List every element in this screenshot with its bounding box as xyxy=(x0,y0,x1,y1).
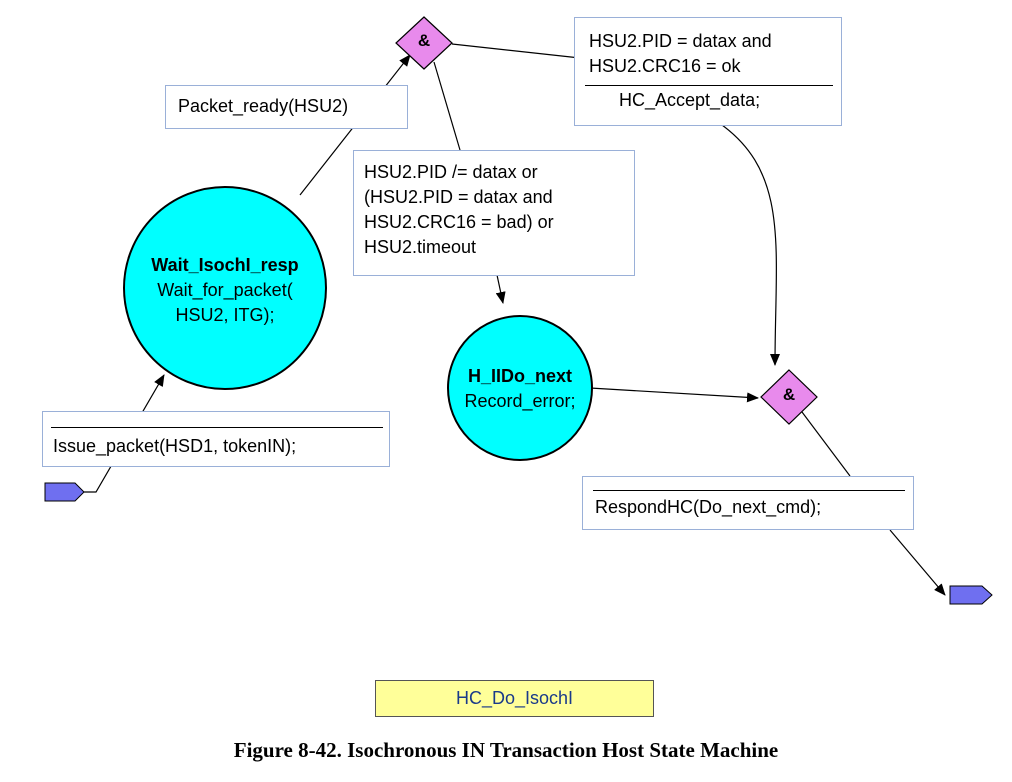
issue-packet-box: Issue_packet(HSD1, tokenIN); xyxy=(42,411,390,467)
edge-join-top-to-error xyxy=(433,61,461,151)
accept-divider xyxy=(585,85,833,86)
error-condition-line1: HSU2.PID /= datax or xyxy=(364,162,538,182)
state-wait-isochi-resp xyxy=(123,186,327,390)
join-diamond-top xyxy=(395,16,453,70)
accept-action-text: HC_Accept_data; xyxy=(619,90,761,110)
edge-error-to-donext xyxy=(495,274,506,304)
packet-ready-text: Packet_ready(HSU2) xyxy=(178,96,349,116)
error-condition-line4: HSU2.timeout xyxy=(364,237,477,257)
state-h-iido-next xyxy=(447,315,593,461)
state-machine-name-label: HC_Do_IsochI xyxy=(375,680,654,717)
accept-box: HSU2.PID = datax and HSU2.CRC16 = ok HC_… xyxy=(574,17,842,126)
accept-condition-line2: HSU2.CRC16 = ok xyxy=(589,56,741,76)
state-wait-label: Wait_IsochI_resp Wait_for_packet( HSU2, … xyxy=(124,230,326,350)
accept-condition-line1: HSU2.PID = datax and xyxy=(589,31,772,51)
respond-text: RespondHC(Do_next_cmd); xyxy=(595,497,822,517)
error-condition-line2: (HSU2.PID = datax and xyxy=(364,187,553,207)
state-donext-name: H_IIDo_next xyxy=(467,366,573,386)
edge-donext-to-join-right xyxy=(589,387,759,403)
respond-divider xyxy=(593,490,905,491)
edge-join-right-to-respond xyxy=(801,411,851,477)
join-diamond-right xyxy=(760,369,818,425)
error-condition-line3: HSU2.CRC16 = bad) or xyxy=(364,212,554,232)
state-donext-label: H_IIDo_next Record_error; xyxy=(448,360,592,418)
entry-connector xyxy=(44,482,85,502)
state-wait-name: Wait_IsochI_resp xyxy=(151,254,299,275)
edge-accept-to-join-right xyxy=(721,124,781,366)
state-wait-action-line1: Wait_for_packet( xyxy=(157,279,293,300)
join-top-label: & xyxy=(417,31,431,50)
issue-packet-text: Issue_packet(HSD1, tokenIN); xyxy=(53,436,297,456)
error-condition-box: HSU2.PID /= datax or (HSU2.PID = datax a… xyxy=(353,150,635,276)
join-right-label: & xyxy=(782,385,796,404)
edge-respond-to-exit xyxy=(889,529,946,596)
issue-divider xyxy=(51,427,383,428)
figure-caption: Figure 8-42. Isochronous IN Transaction … xyxy=(233,738,779,762)
packet-ready-box: Packet_ready(HSU2) xyxy=(165,85,408,129)
legend-text: HC_Do_IsochI xyxy=(455,688,574,708)
edge-join-top-to-accept xyxy=(451,43,581,59)
respond-box: RespondHC(Do_next_cmd); xyxy=(582,476,914,530)
exit-connector xyxy=(949,585,993,605)
state-wait-action-line2: HSU2, ITG); xyxy=(175,304,275,325)
state-donext-action: Record_error; xyxy=(464,391,576,411)
